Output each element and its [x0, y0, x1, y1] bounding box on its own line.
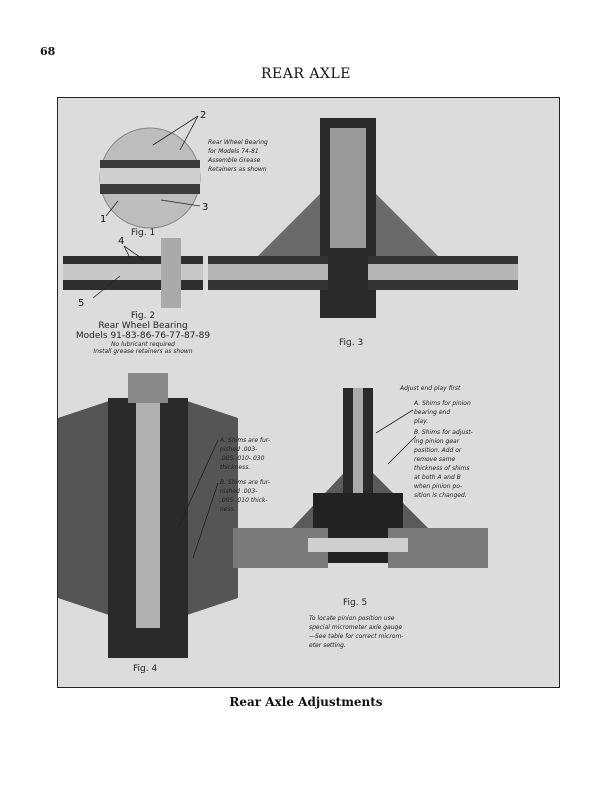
- fig2-title: Rear Wheel Bearing: [98, 321, 188, 331]
- fig1-note-line: for Models 74-81: [208, 148, 259, 155]
- callout-4: 4: [118, 236, 125, 247]
- note-line: A. Shims for pinion: [414, 400, 471, 407]
- figure-caption: Rear Axle Adjustments: [229, 695, 383, 709]
- fig5-note-a: A. Shims for pinion bearing end play.: [414, 399, 494, 426]
- note-line: thickness of shims: [414, 465, 470, 472]
- note-line: B. Shims for adjust-: [414, 429, 473, 436]
- note-line: B. Shims are fur-: [220, 479, 271, 486]
- page-number: 68: [40, 45, 56, 58]
- fig4-note-b: B. Shims are fur- nished .003- .005-.010…: [220, 478, 290, 514]
- fig5-heading: Adjust end play first: [400, 385, 461, 392]
- note-line: To locate pinion position use: [309, 615, 395, 622]
- fig1-note-line: Assemble Grease: [208, 157, 261, 164]
- callout-3: 3: [202, 202, 209, 213]
- note-line: position. Add or: [414, 447, 462, 454]
- fig2-note2: Install grease retainers as shown: [93, 348, 193, 355]
- note-line: —See table for correct microm-: [309, 633, 404, 640]
- callout-2: 2: [200, 110, 207, 121]
- callout-1: 1: [100, 214, 107, 225]
- fig1-note-line: Retainers as shown: [208, 166, 267, 173]
- fig2-label: Fig. 2: [130, 311, 156, 321]
- note-line: ing pinion gear: [414, 438, 460, 445]
- fig4-label: Fig. 4: [133, 664, 158, 674]
- page-title: REAR AXLE: [261, 66, 351, 82]
- note-line: at both A and B: [414, 474, 461, 481]
- callout-5: 5: [78, 298, 85, 309]
- note-line: .005-.010-.030: [220, 455, 265, 462]
- note-line: play.: [414, 418, 429, 425]
- fig1-note: Rear Wheel Bearing for Models 74-81 Asse…: [208, 138, 268, 174]
- note-line: special micrometer axle gauge: [309, 624, 403, 631]
- note-line: bearing end: [414, 409, 451, 416]
- note-line: eter setting.: [309, 642, 346, 649]
- fig1-note-line: Rear Wheel Bearing: [208, 139, 268, 146]
- fig5-bottom-note: To locate pinion position use special mi…: [309, 614, 403, 650]
- note-line: remove same: [414, 456, 456, 463]
- note-line: A. Shims are fur-: [220, 437, 271, 444]
- fig2-caption: Fig. 2 Rear Wheel Bearing Models 91-83-8…: [58, 311, 228, 355]
- note-line: when pinion po-: [414, 483, 463, 490]
- note-line: sition is changed.: [414, 492, 467, 499]
- note-line: thickness.: [220, 464, 251, 471]
- note-line: nished .003-: [220, 446, 258, 453]
- fig5-note-b: B. Shims for adjust- ing pinion gear pos…: [414, 428, 494, 500]
- note-line: nished .003-: [220, 488, 258, 495]
- fig5-label: Fig. 5: [343, 598, 368, 608]
- fig1-label: Fig. 1: [131, 228, 156, 238]
- illustration-drawing: [58, 115, 518, 658]
- fig3-label: Fig. 3: [339, 338, 364, 348]
- fig2-note1: No lubricant required: [111, 341, 175, 348]
- note-line: ness.: [220, 506, 236, 513]
- fig4-note-a: A. Shims are fur- nished .003- .005-.010…: [220, 436, 290, 472]
- fig2-models: Models 91-83-86-76-77-87-89: [75, 331, 211, 341]
- rear-axle-illustration: 2 3 1 4 5 Rear Wheel Bearing for Models …: [57, 97, 560, 688]
- note-line: .005-.010 thick-: [220, 497, 268, 504]
